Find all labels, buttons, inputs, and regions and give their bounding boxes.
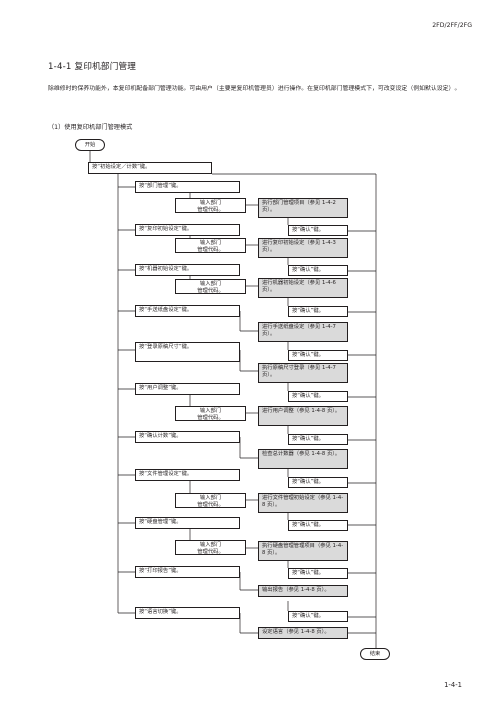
action-hdd-management: 执行硬盘管理管理项目（参见 1-4-8 页）。	[258, 541, 348, 561]
step-check-counter: 按“确认计数”键。	[135, 431, 240, 443]
action-bypass-tray: 进行手送纸盘设定（参见 1-4-7 页）。	[258, 322, 348, 342]
confirm-box-3: 按“确认”键。	[288, 306, 348, 317]
enter-code-line1: 输入部门	[199, 281, 222, 287]
step-original-size: 按“登录原稿尺寸”键。	[135, 342, 240, 362]
page-number: 1-4-1	[444, 681, 462, 689]
enter-code-line1: 输入部门	[199, 542, 222, 548]
step-hdd-management: 按“硬盘管理”键。	[135, 517, 240, 529]
enter-code-line1: 输入部门	[199, 408, 222, 414]
step-language: 按“语言切换”键。	[135, 607, 240, 619]
confirm-box-2: 按“确认”键。	[288, 265, 348, 276]
model-header: 2FD/2FF/2FG	[432, 22, 472, 29]
enter-code-line1: 输入部门	[199, 240, 222, 246]
enter-code-line1: 输入部门	[199, 200, 222, 206]
start-terminal: 开始	[75, 139, 105, 151]
step-copy-init: 按“复印初始设定”键。	[135, 224, 240, 236]
confirm-box-9: 按“确认”键。	[288, 568, 348, 579]
action-set-language: 设定语言（参见 1-4-8 页）。	[258, 627, 348, 639]
enter-dept-code-5: 输入部门 管理代码。	[175, 493, 246, 508]
confirm-box-8: 按“确认”键。	[288, 520, 348, 531]
enter-dept-code-2: 输入部门 管理代码。	[175, 238, 246, 253]
confirm-box-10: 按“确认”键。	[288, 611, 348, 622]
action-doc-management: 进行文件管理初始设定（参见 1-4-8 页）。	[258, 493, 348, 513]
step-machine-init: 按“机器初始设定”键。	[135, 264, 240, 276]
step-doc-management: 按“文件管理设定”键。	[135, 469, 240, 481]
enter-dept-code-4: 输入部门 管理代码。	[175, 406, 246, 421]
action-machine-init: 进行机器初始设定（参见 1-4-6 页）。	[258, 278, 348, 298]
action-check-counter: 检查总计数器（参见 1-4-8 页）。	[258, 449, 348, 469]
enter-code-line2: 管理代码。	[197, 548, 224, 555]
step-print-report: 按“打印报告”键。	[135, 566, 240, 578]
action-original-size: 执行原稿尺寸登录（参见 1-4-7 页）。	[258, 363, 348, 383]
action-dept-items: 执行部门管理项目（参见 1-4-2 页）。	[258, 198, 348, 218]
enter-code-line2: 管理代码。	[197, 287, 224, 294]
action-copy-init: 进行复印初始设定（参见 1-4-3 页）。	[258, 238, 348, 258]
enter-code-line2: 管理代码。	[197, 206, 224, 213]
enter-code-line2: 管理代码。	[197, 501, 224, 508]
confirm-box-1: 按“确认”键。	[288, 225, 348, 236]
subsection-title: （1）使用复印机部门管理模式	[48, 124, 133, 131]
enter-dept-code-6: 输入部门 管理代码。	[175, 540, 246, 555]
step-initial-counter: 按“初始设定／计数”键。	[88, 162, 212, 174]
section-title: 1-4-1 复印机部门管理	[48, 62, 137, 72]
enter-dept-code-1: 输入部门 管理代码。	[175, 198, 246, 213]
action-print-report: 输出报告（参见 1-4-8 页）。	[258, 585, 348, 597]
confirm-box-4: 按“确认”键。	[288, 350, 348, 361]
confirm-box-6: 按“确认”键。	[288, 434, 348, 445]
enter-code-line2: 管理代码。	[197, 246, 224, 253]
end-terminal: 结束	[360, 648, 390, 660]
step-user-adjust: 按“用户调整”键。	[135, 383, 240, 395]
enter-code-line2: 管理代码。	[197, 414, 224, 421]
confirm-box-5: 按“确认”键。	[288, 391, 348, 402]
intro-paragraph: 除维修时的保养功能外，本复印机配备部门管理功能。可由用户（主要是复印机管理员）进…	[48, 86, 461, 92]
step-bypass-tray: 按“手送纸盘设定”键。	[135, 305, 240, 317]
confirm-box-7: 按“确认”键。	[288, 477, 348, 488]
step-dept-management: 按“部门管理”键。	[135, 181, 240, 193]
enter-dept-code-3: 输入部门 管理代码。	[175, 279, 246, 294]
enter-code-line1: 输入部门	[199, 495, 222, 501]
action-user-adjust: 进行用户调整（参见 1-4-8 页）。	[258, 406, 348, 426]
